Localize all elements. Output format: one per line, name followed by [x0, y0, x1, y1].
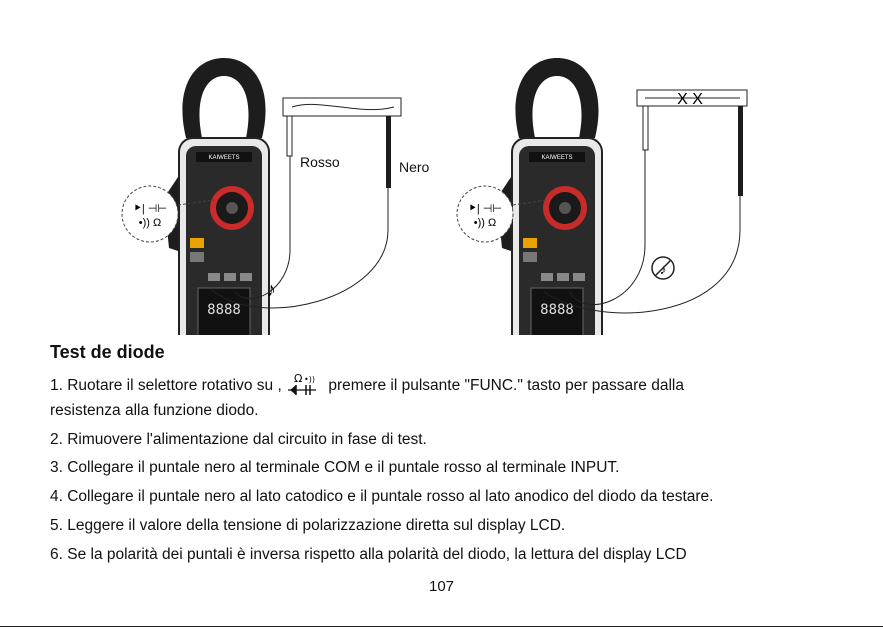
svg-text:⯈| ⊣⊢: ⯈| ⊣⊢	[133, 203, 167, 215]
no-beep-icon: ♪	[651, 256, 675, 280]
step-5: 5. Leggere il valore della tensione di p…	[50, 517, 566, 534]
black-probe-left	[211, 116, 391, 309]
step-3: 3. Collegare il puntale nero al terminal…	[50, 459, 620, 476]
meter-display-right: 8888	[540, 302, 574, 318]
meter-brand-left: KAIWEETS	[208, 155, 239, 161]
meter-display-left: 8888	[207, 302, 241, 318]
svg-text:•)) Ω: •)) Ω	[139, 217, 161, 229]
footer-rule	[0, 626, 883, 627]
svg-text:•)): •))	[304, 375, 315, 384]
red-probe-right	[569, 105, 649, 306]
diode-test-illustration: KAIWEETS 8888 KAIWEETS 8888 ⯈| ⊣⊢ •)) Ω …	[121, 57, 748, 335]
dial-callout-left: ⯈| ⊣⊢ •)) Ω	[121, 185, 215, 243]
black-probe-right	[543, 106, 743, 314]
label-red-probe: Rosso	[300, 154, 340, 170]
step-4: 4. Collegare il puntale nero al lato cat…	[50, 488, 714, 505]
step-1-continued: resistenza alla funzione diodo.	[50, 402, 259, 419]
svg-text:Ω: Ω	[294, 372, 302, 385]
red-probe-left	[234, 115, 293, 300]
step-1: 1. Ruotare il selettore rotativo su , Ω …	[50, 372, 684, 395]
step-6: 6. Se la polarità dei puntali è inversa …	[50, 546, 687, 563]
meter-brand-right: KAIWEETS	[541, 155, 572, 161]
section-title: Test de diode	[50, 342, 165, 362]
step-2: 2. Rimuovere l'alimentazione dal circuit…	[50, 431, 427, 448]
svg-text:X X: X X	[677, 91, 703, 108]
beep-note-icon: ♪	[266, 279, 276, 301]
page-number: 107	[428, 578, 455, 595]
diode-right: X X	[636, 89, 748, 108]
diode-left	[282, 97, 402, 117]
dial-callout-right: ⯈| ⊣⊢ •)) Ω	[456, 185, 548, 243]
label-black-probe: Nero	[399, 159, 430, 175]
diode-ohm-selector-icon: Ω •))	[288, 372, 317, 395]
svg-text:•)) Ω: •)) Ω	[474, 217, 496, 229]
svg-text:⯈| ⊣⊢: ⯈| ⊣⊢	[468, 203, 502, 215]
